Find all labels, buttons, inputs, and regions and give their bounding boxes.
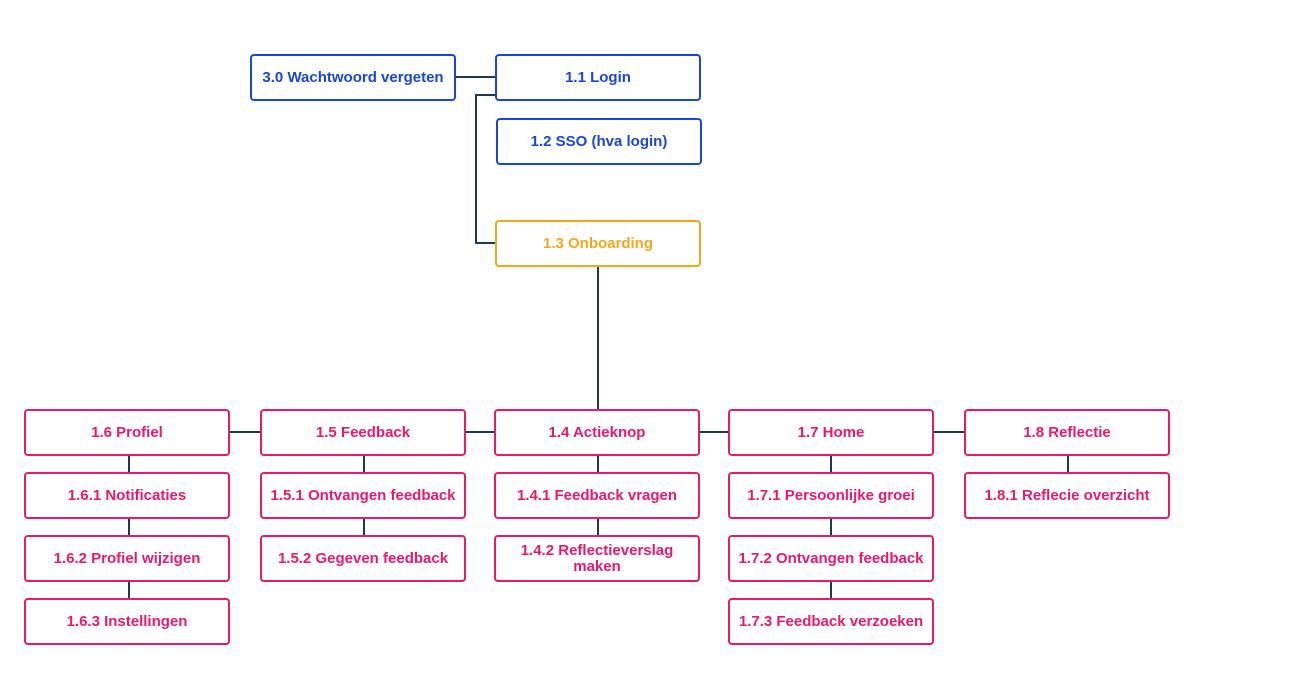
node-home: 1.7 Home [728,409,934,456]
node-sso: 1.2 SSO (hva login) [496,118,702,165]
node-feedback-vragen: 1.4.1 Feedback vragen [494,472,700,519]
node-feedback-verzoeken: 1.7.3 Feedback verzoeken [728,598,934,645]
node-home-ontvangen-feedback: 1.7.2 Ontvangen feedback [728,535,934,582]
node-gegeven-feedback: 1.5.2 Gegeven feedback [260,535,466,582]
node-notificaties: 1.6.1 Notificaties [24,472,230,519]
node-profiel: 1.6 Profiel [24,409,230,456]
node-reflecie-overzicht: 1.8.1 Reflecie overzicht [964,472,1170,519]
node-instellingen: 1.6.3 Instellingen [24,598,230,645]
node-forgot-password: 3.0 Wachtwoord vergeten [250,54,456,101]
node-profiel-wijzigen: 1.6.2 Profiel wijzigen [24,535,230,582]
node-ontvangen-feedback: 1.5.1 Ontvangen feedback [260,472,466,519]
node-onboarding: 1.3 Onboarding [495,220,701,267]
node-persoonlijke-groei: 1.7.1 Persoonlijke groei [728,472,934,519]
connector-login-onboarding [475,94,497,244]
node-login: 1.1 Login [495,54,701,101]
node-actieknop: 1.4 Actieknop [494,409,700,456]
node-reflectie: 1.8 Reflectie [964,409,1170,456]
node-reflectieverslag: 1.4.2 Reflectieverslag maken [494,535,700,582]
node-feedback: 1.5 Feedback [260,409,466,456]
